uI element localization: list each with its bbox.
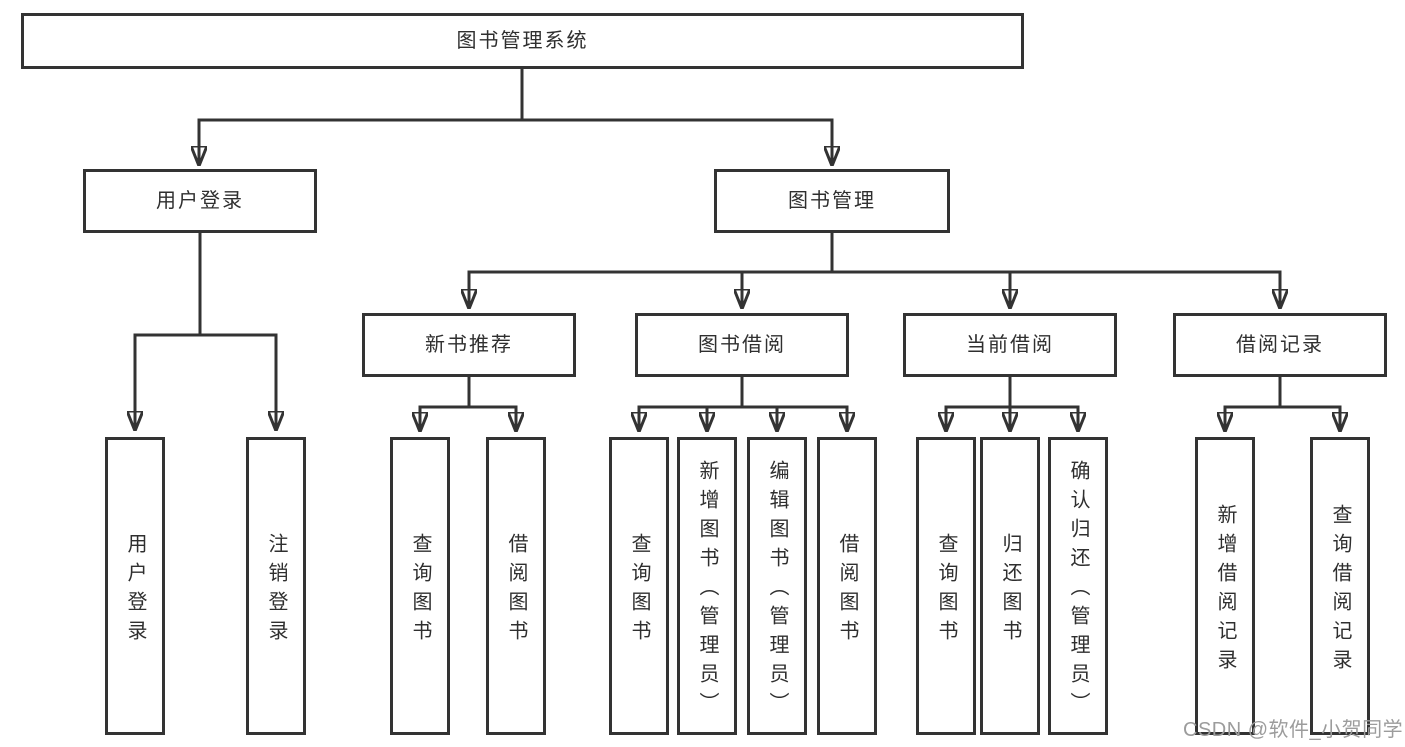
leaf-logout-label: 注销登录 <box>265 532 287 649</box>
connector-borrow-records-branch <box>1225 377 1340 431</box>
leaf-bb-borrow-books: 借阅图书 <box>817 437 877 735</box>
leaf-cb-query-books-label: 查询图书 <box>935 532 957 649</box>
leaf-cb-query-books: 查询图书 <box>916 437 976 735</box>
leaf-user-login-label: 用户登录 <box>124 532 146 649</box>
connector-user-login-branch <box>135 233 276 430</box>
leaf-rec-add-record-label: 新增借阅记录 <box>1214 503 1236 678</box>
leaf-nb-query-books: 查询图书 <box>390 437 450 735</box>
leaf-nb-borrow-books-label: 借阅图书 <box>505 532 527 649</box>
leaf-user-login: 用户登录 <box>105 437 165 735</box>
leaf-bb-query-books-label: 查询图书 <box>628 532 650 649</box>
leaf-nb-borrow-books: 借阅图书 <box>486 437 546 735</box>
node-root: 图书管理系统 <box>21 13 1024 69</box>
leaf-nb-query-books-label: 查询图书 <box>409 532 431 649</box>
leaf-cb-confirm-return-admin: 确认归还（管理员） <box>1048 437 1108 735</box>
node-current-borrow-label: 当前借阅 <box>966 334 1054 356</box>
node-borrow-records-label: 借阅记录 <box>1236 334 1324 356</box>
leaf-logout: 注销登录 <box>246 437 306 735</box>
connector-root-to-level2 <box>199 69 832 165</box>
node-borrow-records: 借阅记录 <box>1173 313 1387 377</box>
leaf-bb-borrow-books-label: 借阅图书 <box>836 532 858 649</box>
leaf-rec-query-record: 查询借阅记录 <box>1310 437 1370 735</box>
node-book-borrow-label: 图书借阅 <box>698 334 786 356</box>
leaf-cb-confirm-return-admin-label: 确认归还（管理员） <box>1067 460 1089 721</box>
connector-current-borrow-branch <box>946 377 1078 431</box>
leaf-cb-return-books-label: 归还图书 <box>999 532 1021 649</box>
node-user-login: 用户登录 <box>83 169 317 233</box>
node-root-label: 图书管理系统 <box>456 30 589 52</box>
node-new-book-rec-label: 新书推荐 <box>425 334 513 356</box>
node-book-borrow: 图书借阅 <box>635 313 849 377</box>
leaf-rec-add-record: 新增借阅记录 <box>1195 437 1255 735</box>
leaf-bb-edit-books-admin-label: 编辑图书（管理员） <box>766 460 788 721</box>
connector-book-mgmt-branch <box>469 233 1280 308</box>
leaf-bb-add-books-admin: 新增图书（管理员） <box>677 437 737 735</box>
csdn-watermark: CSDN @软件_小贺同学 <box>1183 719 1404 741</box>
node-book-mgmt: 图书管理 <box>714 169 950 233</box>
leaf-bb-query-books: 查询图书 <box>609 437 669 735</box>
leaf-cb-return-books: 归还图书 <box>980 437 1040 735</box>
leaf-bb-edit-books-admin: 编辑图书（管理员） <box>747 437 807 735</box>
node-book-mgmt-label: 图书管理 <box>788 190 876 212</box>
node-current-borrow: 当前借阅 <box>903 313 1117 377</box>
connector-book-borrow-branch <box>639 377 847 431</box>
node-new-book-rec: 新书推荐 <box>362 313 576 377</box>
leaf-bb-add-books-admin-label: 新增图书（管理员） <box>696 460 718 721</box>
node-user-login-label: 用户登录 <box>156 190 244 212</box>
leaf-rec-query-record-label: 查询借阅记录 <box>1329 503 1351 678</box>
connector-new-book-branch <box>420 377 516 431</box>
